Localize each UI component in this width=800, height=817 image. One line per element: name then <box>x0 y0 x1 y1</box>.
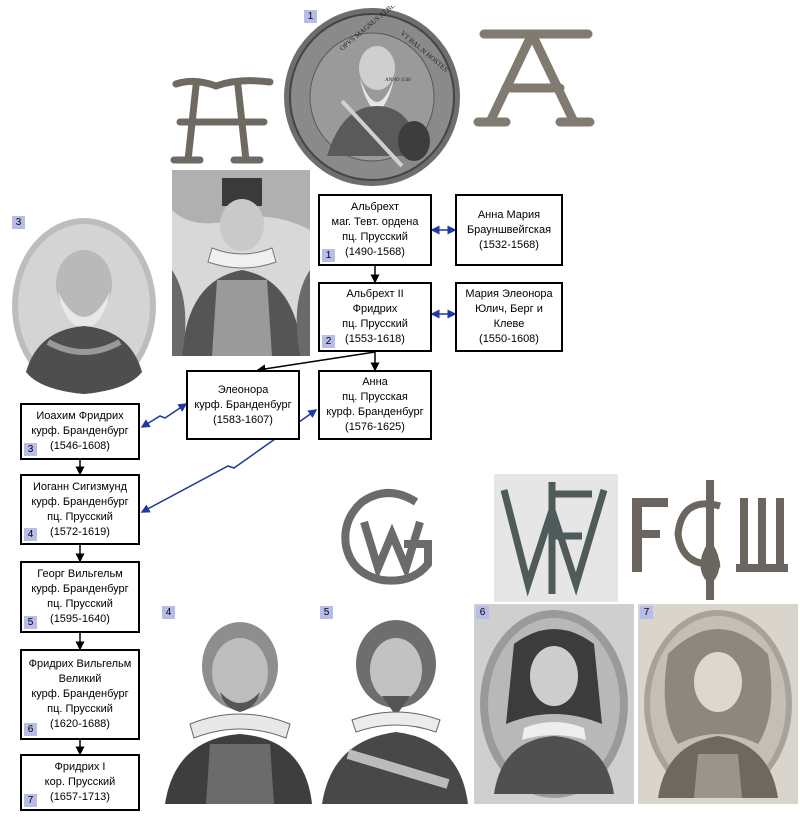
fw-monogram-icon <box>494 474 618 602</box>
person-title: курф. Бранденбург <box>31 688 129 700</box>
person-title: пц. Прусский <box>342 231 408 243</box>
portrait-albrecht-medal: OPVS MAGNUS ALBERTVS VT BAI..N HOSTES AN… <box>282 6 462 188</box>
portrait-friedrich-i: 7 <box>638 604 798 804</box>
portrait-number-badge: 5 <box>320 606 333 619</box>
person-title: пц. Прусский <box>342 318 408 330</box>
portrait-number-badge: 4 <box>162 606 175 619</box>
person-box-maria-eleonora: Мария Элеонора Юлич, Берг и Клеве (1550-… <box>455 282 563 352</box>
portrait-georg-wilhelm: 5 <box>318 604 470 804</box>
person-box-eleonora: Элеонора курф. Бранденбург (1583-1607) <box>186 370 300 440</box>
person-title: пц. Прусский <box>47 598 113 610</box>
person-number-badge: 1 <box>322 249 335 262</box>
person-dates: (1572-1619) <box>50 525 110 538</box>
person-box-georg-wilhelm: Георг Вильгельм курф. Бранденбург пц. Пр… <box>20 561 140 633</box>
portrait-number-badge: 6 <box>476 606 489 619</box>
portrait-joachim-friedrich: 3 <box>8 212 160 398</box>
person-name: Анна Мария <box>477 208 541 221</box>
person-title: курф. Бранденбург <box>194 398 292 411</box>
person-box-joachim-friedrich: Иоахим Фридрих курф. Бранденбург (1546-1… <box>20 403 140 460</box>
person-box-albrecht: Альбрехт маг. Тевт. ордена пц. Прусский … <box>318 194 432 266</box>
gw-monogram-icon <box>338 488 448 588</box>
person-dates: (1546-1608) <box>50 440 110 452</box>
person-dates: (1490-1568) <box>345 246 405 258</box>
portrait-number-badge: 7 <box>640 606 653 619</box>
person-dates: (1576-1625) <box>345 421 405 433</box>
person-title: маг. Тевт. ордена <box>331 216 419 228</box>
person-number-badge: 6 <box>24 723 37 736</box>
person-title: пц. Прусская <box>342 391 408 403</box>
person-name: Фридрих Вильгельм <box>28 658 132 670</box>
person-name: Фридрих <box>352 303 398 315</box>
person-title: пц. Прусский <box>47 703 113 715</box>
person-title: курф. Бранденбург <box>326 406 424 418</box>
person-name: Элеонора <box>217 383 269 396</box>
person-box-friedrich-i: Фридрих I кор. Прусский (1657-1713) 7 <box>20 754 140 811</box>
person-dates: (1532-1568) <box>479 238 539 251</box>
person-title: курф. Бранденбург <box>31 425 129 437</box>
descent-line <box>256 351 376 374</box>
person-name: Альбрехт <box>350 201 400 213</box>
person-name: Анна <box>362 376 388 388</box>
person-title: курф. Бранденбург <box>31 495 129 508</box>
person-name: Георг Вильгельм <box>37 568 123 580</box>
fiii-monogram-icon <box>622 476 798 604</box>
person-box-friedrich-wilhelm: Фридрих Вильгельм Великий курф. Бранденб… <box>20 649 140 740</box>
person-title: пц. Прусский <box>47 510 113 523</box>
person-number-badge: 3 <box>24 443 37 456</box>
person-dates: (1620-1688) <box>50 718 110 730</box>
person-dates: (1553-1618) <box>345 333 405 345</box>
person-dates: (1550-1608) <box>479 333 539 345</box>
person-dates: (1657-1713) <box>50 791 110 803</box>
person-title: кор. Прусский <box>44 776 116 788</box>
person-box-anna-maria: Анна Мария Брауншвейгская (1532-1568) <box>455 194 563 266</box>
person-title: курф. Бранденбург <box>31 583 129 595</box>
portrait-albrecht-friedrich: 2 <box>172 170 310 356</box>
albrecht-monogram-right-icon <box>470 22 602 132</box>
marriage-line <box>140 403 188 428</box>
person-name: Альбрехт II <box>346 288 404 300</box>
person-dates: (1583-1607) <box>213 413 273 426</box>
portrait-friedrich-wilhelm: 6 <box>474 604 634 804</box>
person-name: Мария Элеонора <box>465 288 553 300</box>
portrait-johann-sigismund: 4 <box>160 604 317 804</box>
person-title: Клеве <box>493 318 525 330</box>
portrait-number-badge: 1 <box>304 10 317 23</box>
person-box-johann-sigismund: Иоганн Сигизмунд курф. Бранденбург пц. П… <box>20 474 140 545</box>
person-box-anna: Анна пц. Прусская курф. Бранденбург (157… <box>318 370 432 440</box>
person-title: Юлич, Берг и <box>475 303 543 315</box>
albrecht-monogram-left-icon <box>166 72 278 168</box>
person-box-albrecht-friedrich: Альбрехт II Фридрих пц. Прусский (1553-1… <box>318 282 432 352</box>
person-number-badge: 2 <box>322 335 335 348</box>
person-number-badge: 5 <box>24 616 37 629</box>
person-epithet: Великий <box>58 673 102 685</box>
medal-year: ANNO 1540 <box>385 78 411 83</box>
person-name: Иоганн Сигизмунд <box>32 480 128 493</box>
person-title: Брауншвейгская <box>466 223 552 236</box>
portrait-number-badge: 3 <box>12 216 25 229</box>
person-name: Иоахим Фридрих <box>36 410 124 422</box>
person-dates: (1595-1640) <box>50 613 110 625</box>
person-name: Фридрих I <box>54 761 106 773</box>
person-number-badge: 4 <box>24 528 37 541</box>
person-number-badge: 7 <box>24 794 37 807</box>
